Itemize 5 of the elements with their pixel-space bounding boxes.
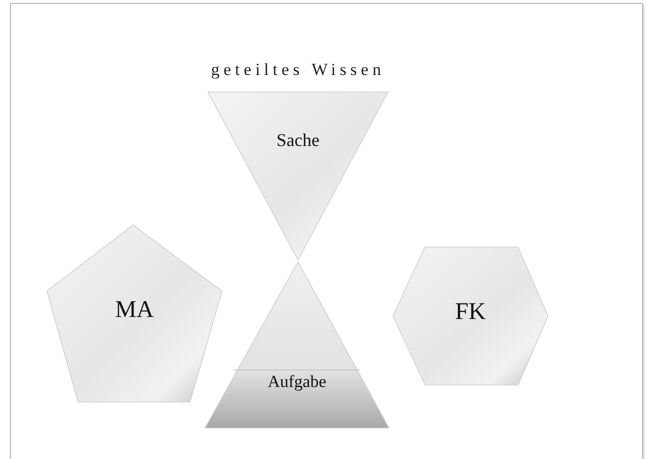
- node-label: Sache: [276, 130, 320, 151]
- title: geteiltes Wissen: [210, 60, 386, 80]
- node-label: Aufgabe: [266, 372, 328, 392]
- node-label: MA: [114, 297, 155, 324]
- node-label: FK: [454, 299, 487, 326]
